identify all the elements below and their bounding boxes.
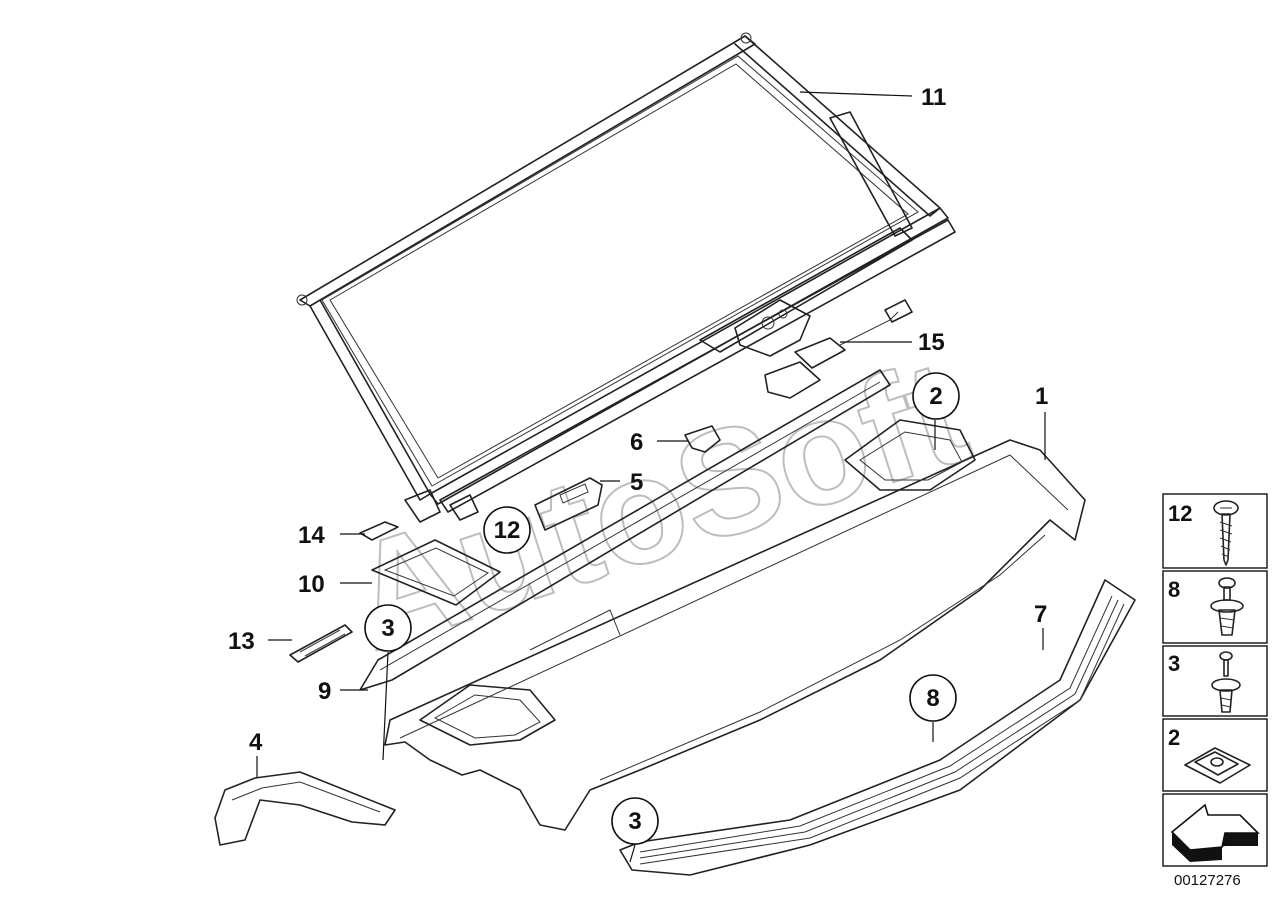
callout-5: 5 bbox=[630, 469, 643, 496]
part-13-spring bbox=[289, 624, 353, 663]
svg-text:2: 2 bbox=[929, 383, 942, 410]
circled-callout-12: 12 bbox=[483, 506, 531, 554]
circled-callout-3-upper: 3 bbox=[364, 604, 412, 652]
expanding-rivet-icon bbox=[1210, 577, 1244, 636]
callout-9: 9 bbox=[318, 678, 331, 705]
svg-text:8: 8 bbox=[926, 685, 939, 712]
svg-text:3: 3 bbox=[381, 615, 394, 642]
circled-callout-3-lower: 3 bbox=[611, 797, 659, 845]
callout-15: 15 bbox=[918, 329, 945, 356]
legend-label-3: 3 bbox=[1168, 651, 1180, 676]
document-id: 00127276 bbox=[1174, 872, 1241, 889]
svg-text:3: 3 bbox=[628, 808, 641, 835]
callout-11: 11 bbox=[921, 84, 946, 111]
legend-label-12: 12 bbox=[1168, 501, 1192, 526]
part-rear-shelf bbox=[384, 419, 1086, 831]
leader-lines bbox=[256, 91, 1046, 863]
clip-nut-icon bbox=[1184, 747, 1251, 784]
screw-icon bbox=[1213, 500, 1239, 566]
callout-4: 4 bbox=[249, 729, 263, 756]
legend-label-2: 2 bbox=[1168, 725, 1180, 750]
circled-callout-8: 8 bbox=[909, 674, 957, 722]
push-rivet-icon bbox=[1211, 651, 1241, 713]
part-4-side-trim bbox=[214, 771, 396, 846]
part-drive-motor bbox=[734, 299, 913, 399]
part-10-cover bbox=[371, 539, 501, 606]
callout-13: 13 bbox=[228, 628, 255, 655]
circled-callout-2: 2 bbox=[912, 372, 960, 420]
part-roller-sunblind bbox=[296, 32, 956, 523]
callout-14: 14 bbox=[298, 522, 325, 549]
callout-10: 10 bbox=[298, 571, 325, 598]
part-7-grille bbox=[619, 579, 1136, 876]
part-14-bracket bbox=[359, 521, 399, 541]
front-arrow-icon bbox=[1170, 803, 1260, 862]
callout-7: 7 bbox=[1034, 601, 1047, 628]
fastener-legend: 12 8 3 2 bbox=[1162, 493, 1268, 867]
callout-6: 6 bbox=[630, 429, 643, 456]
callout-1: 1 bbox=[1035, 383, 1048, 410]
part-6-cap bbox=[684, 425, 721, 453]
svg-text:12: 12 bbox=[494, 517, 521, 544]
legend-label-8: 8 bbox=[1168, 577, 1180, 602]
part-5-cover bbox=[534, 477, 603, 531]
